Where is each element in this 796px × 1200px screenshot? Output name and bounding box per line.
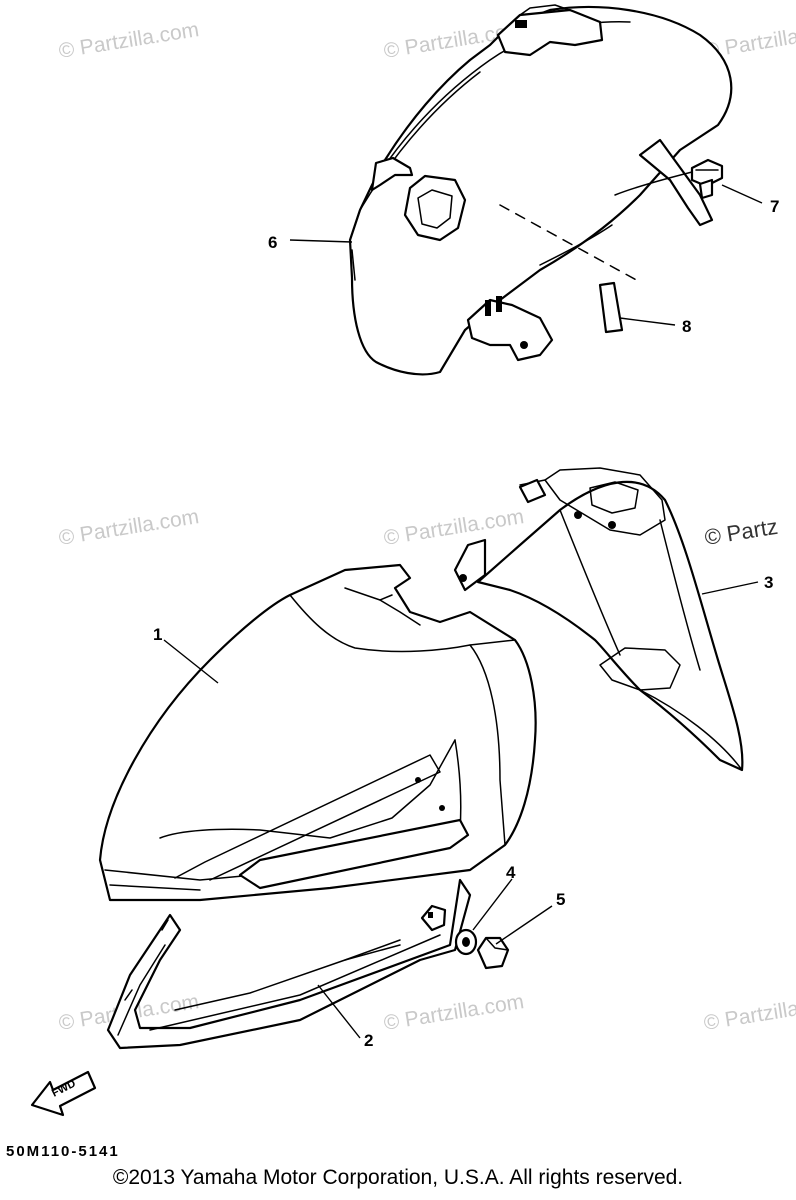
part-5-nut xyxy=(476,936,510,970)
callout-6: 6 xyxy=(268,233,277,252)
part-6-inner-fender xyxy=(348,4,733,376)
callout-3: 3 xyxy=(764,573,773,592)
diagram-code: 50M110-5141 xyxy=(6,1143,120,1160)
callout-7: 7 xyxy=(770,197,779,216)
leader-lines xyxy=(163,184,763,1039)
part-4-washer xyxy=(454,928,478,956)
part-8-label xyxy=(598,281,624,334)
part-3-rear-fender xyxy=(453,467,744,772)
callout-8: 8 xyxy=(682,317,691,336)
callout-2: 2 xyxy=(364,1031,373,1050)
watermark-5: © Partzilla.com xyxy=(382,505,525,550)
watermark-partial: © Partz xyxy=(703,514,780,550)
watermark-8: © Partzilla.com xyxy=(702,990,796,1035)
callout-4: 4 xyxy=(506,863,516,882)
watermark-4: © Partzilla.com xyxy=(57,505,200,550)
watermark-7: © Partzilla.com xyxy=(382,990,525,1035)
part-7-bolt xyxy=(690,158,724,200)
callout-5: 5 xyxy=(556,890,565,909)
callout-1: 1 xyxy=(153,625,162,644)
part-2-fender-strip xyxy=(106,878,472,1050)
part-1-front-fender xyxy=(98,563,537,902)
fwd-arrow-icon: FWD xyxy=(30,1070,97,1117)
watermark-1: © Partzilla.com xyxy=(57,18,200,63)
copyright-notice: ©2013 Yamaha Motor Corporation, U.S.A. A… xyxy=(112,1166,684,1189)
